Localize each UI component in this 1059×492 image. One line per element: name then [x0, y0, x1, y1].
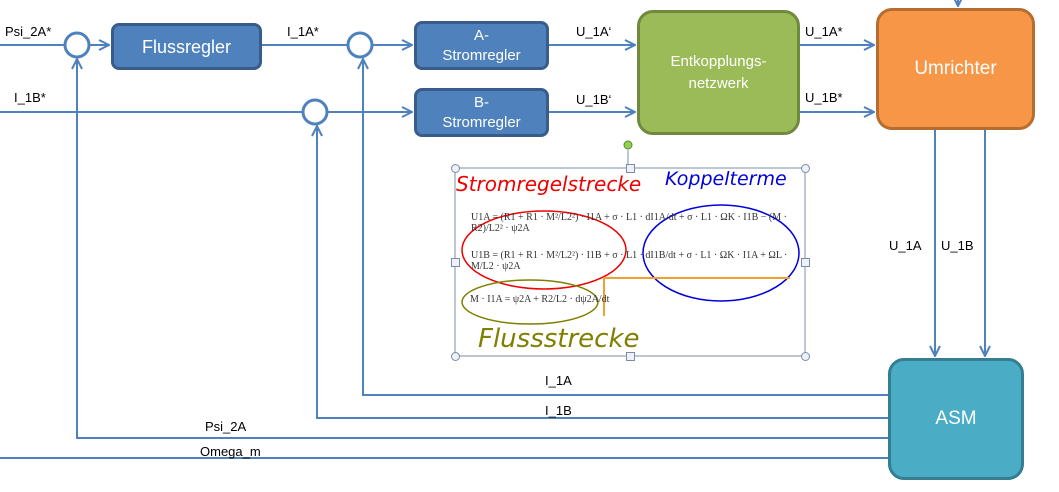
- resize-handle[interactable]: [801, 352, 810, 361]
- i1a-feedback: [363, 59, 888, 396]
- u-1b-label: U_1B: [941, 238, 974, 253]
- b-stromregler-label: B- Stromregler: [442, 93, 521, 131]
- resize-handle[interactable]: [451, 258, 460, 267]
- summing-junction-psi: [63, 31, 91, 59]
- i-1a-label: I_1A: [545, 373, 572, 388]
- a-stromregler-label: A- Stromregler: [442, 26, 521, 64]
- equation-flux: M · I1A = ψ2A + R2/L2 · dψ2A/dt: [470, 294, 610, 305]
- asm-block[interactable]: ASM: [888, 358, 1024, 480]
- b-stromregler-block[interactable]: B- Stromregler: [414, 88, 549, 137]
- summing-junction-i1b: [301, 98, 329, 126]
- entkopplung-label: Entkopplungs- netzwerk: [670, 52, 767, 92]
- flussregler-label: Flussregler: [141, 36, 232, 57]
- umrichter-block[interactable]: Umrichter: [876, 8, 1035, 130]
- resize-handle[interactable]: [801, 164, 810, 173]
- equation-u1a: U1A = (R1 + R1 · M²/L2²) · I1A + σ · L1 …: [471, 212, 787, 234]
- psi-2a-ref-label: Psi_2A*: [5, 24, 52, 39]
- psi-feedback: [77, 59, 888, 439]
- asm-label: ASM: [935, 408, 977, 429]
- strom-ellipse: [461, 210, 627, 290]
- entkopplungsnetzwerk-block[interactable]: Entkopplungs- netzwerk: [637, 10, 800, 135]
- i1b-feedback: [317, 126, 888, 419]
- u-1b-ref-label: U_1B*: [805, 90, 843, 105]
- u-1a-label: U_1A: [889, 238, 922, 253]
- umrichter-label: Umrichter: [914, 58, 997, 79]
- resize-handle[interactable]: [451, 352, 460, 361]
- stromregelstrecke-annotation: Stromregelstrecke: [456, 172, 642, 196]
- u-1a-prime-label: U_1A‘: [576, 24, 612, 39]
- resize-handle[interactable]: [626, 164, 635, 173]
- fluss-ellipse: [461, 279, 599, 325]
- summing-junction-i1a: [346, 31, 374, 59]
- u-1a-ref-label: U_1A*: [805, 24, 843, 39]
- resize-handle[interactable]: [801, 258, 810, 267]
- u-1b-prime-label: U_1B‘: [576, 92, 612, 107]
- flussregler-block[interactable]: Flussregler: [111, 23, 262, 70]
- i-1a-ref-label: I_1A*: [287, 24, 319, 39]
- resize-handle[interactable]: [451, 164, 460, 173]
- koppelterme-annotation: Koppelterme: [665, 168, 787, 190]
- rotate-handle[interactable]: [623, 140, 633, 150]
- resize-handle[interactable]: [626, 352, 635, 361]
- omega-m-label: Omega_m: [200, 444, 261, 459]
- psi-2a-label: Psi_2A: [205, 419, 247, 434]
- i-1b-ref-label: I_1B*: [14, 90, 46, 105]
- flussstrecke-annotation: Flussstrecke: [478, 324, 640, 354]
- a-stromregler-block[interactable]: A- Stromregler: [414, 21, 549, 70]
- equation-u1b: U1B = (R1 + R1 · M²/L2²) · I1B + σ · L1 …: [471, 250, 788, 272]
- i-1b-label: I_1B: [545, 403, 572, 418]
- koppel-ellipse: [642, 204, 800, 302]
